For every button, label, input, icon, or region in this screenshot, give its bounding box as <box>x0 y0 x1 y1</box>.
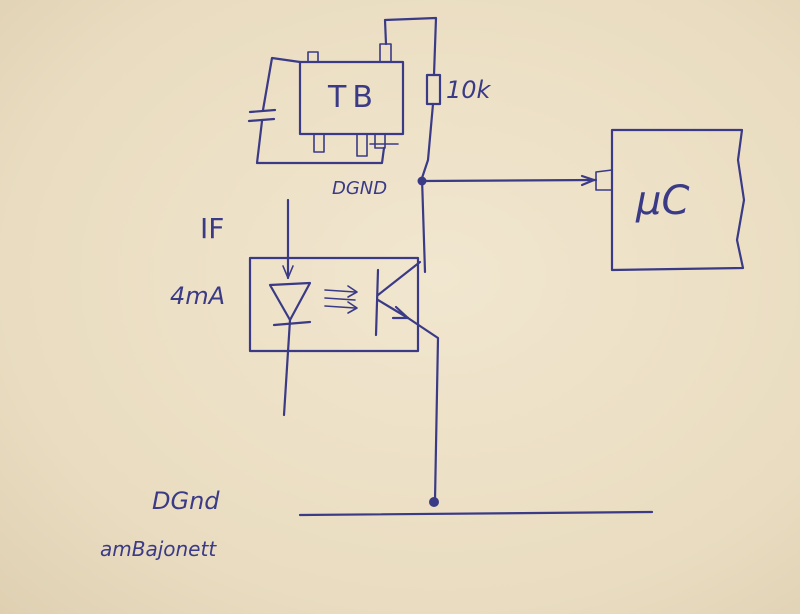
dgnd-bottom-label: DGnd <box>152 487 220 515</box>
emitter-arrow <box>391 305 410 320</box>
dgnd-top-label: DGND <box>332 178 388 199</box>
ic-block <box>298 60 405 136</box>
ic-pin-bottom-right <box>374 133 386 149</box>
cap-wire-top <box>261 56 302 112</box>
bayonet-label: amBajonett <box>100 537 217 561</box>
wire-led-out <box>282 318 292 417</box>
ic-pin-top-left <box>307 51 319 63</box>
resistor-label: 10k <box>446 76 491 104</box>
ic-pin-bottom-left <box>313 133 325 153</box>
wire-ic-to-resistor <box>383 16 438 77</box>
ic-label: TB <box>328 80 379 115</box>
junction-node-bottom <box>429 497 439 507</box>
if-arrow <box>282 265 294 279</box>
ic-pin-top-right <box>379 43 392 63</box>
light-arrows <box>324 289 356 309</box>
transistor-collector <box>376 260 422 297</box>
optocoupler-package <box>248 256 420 353</box>
resistor <box>425 73 442 106</box>
wire-resistor-to-transistor <box>420 102 435 274</box>
ic-pin-bottom-mid <box>356 133 368 157</box>
current-label: 4mA <box>170 282 226 310</box>
led-triangle <box>268 281 312 322</box>
led-cathode-bar <box>272 320 312 327</box>
dgnd-bus <box>298 510 654 517</box>
mcu-arrow <box>580 174 596 187</box>
wire-to-mcu <box>420 178 598 183</box>
mcu-pin <box>595 169 613 191</box>
light-arrow-heads <box>347 285 358 314</box>
mcu-label: µC <box>636 178 690 224</box>
mcu-block <box>610 128 746 272</box>
transistor-emitter <box>376 298 410 320</box>
transistor-base <box>374 268 380 337</box>
cap-wire-bottom <box>255 119 386 165</box>
wire-emitter-to-ground <box>406 316 440 502</box>
capacitor <box>247 108 277 123</box>
if-label: IF <box>200 212 225 245</box>
